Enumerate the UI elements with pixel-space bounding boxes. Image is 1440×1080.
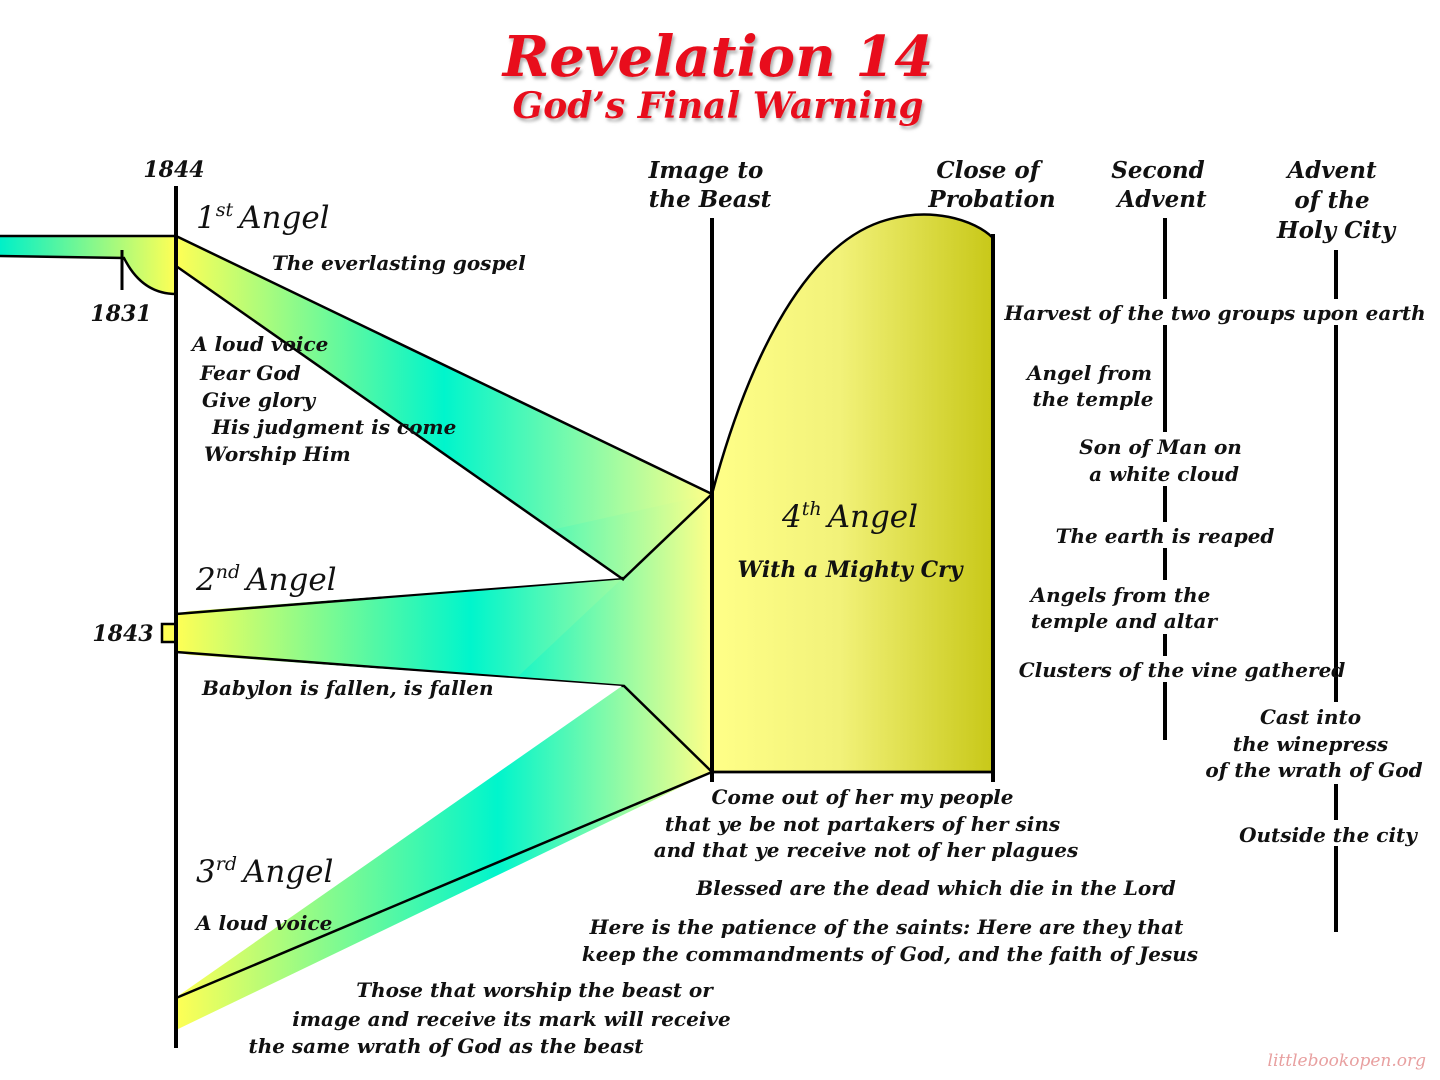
msg-everlasting-gospel: The everlasting gospel xyxy=(272,251,526,275)
year-1831: 1831 xyxy=(90,301,151,327)
event-son-of-man: Son of Man on a white cloud xyxy=(1079,435,1249,486)
header-image-to-beast: Image to the Beast xyxy=(648,157,772,213)
msg-patience: Here is the patience of the saints: Here… xyxy=(582,915,1198,966)
msg-judgment: His judgment is come xyxy=(211,415,456,439)
pre-1844-band-outline xyxy=(0,234,177,296)
bg-angels-altar xyxy=(1036,580,1214,634)
page-subtitle: God’s Final Warning xyxy=(513,85,924,127)
beam-outlines xyxy=(175,493,713,1000)
event-angels-altar: Angels from the temple and altar xyxy=(1029,583,1219,633)
bg-winepress xyxy=(1208,702,1420,784)
header-advent-holy-city: Advent of the Holy City xyxy=(1276,157,1397,244)
gap-lower xyxy=(178,654,622,996)
msg-blessed: Blessed are the dead which die in the Lo… xyxy=(695,876,1175,900)
watermark: littlebookopen.org xyxy=(1268,1051,1427,1071)
event-clusters: Clusters of the vine gathered xyxy=(1019,658,1346,682)
pre-1844-band xyxy=(0,236,176,294)
event-outside-city: Outside the city xyxy=(1239,823,1418,847)
msg-give-glory: Give glory xyxy=(202,388,316,412)
msg-come-out: Come out of her my people that ye be not… xyxy=(654,785,1079,862)
fourth-angel-dome xyxy=(710,213,995,774)
event-angel-temple: Angel from the temple xyxy=(1025,361,1159,411)
bg-earth-reaped xyxy=(1060,522,1270,548)
bg-harvest xyxy=(1030,299,1402,325)
year-1843: 1843 xyxy=(92,621,153,647)
marker-1843 xyxy=(160,622,178,644)
event-harvest: Harvest of the two groups upon earth xyxy=(1003,301,1425,325)
header-second-advent: Second Advent xyxy=(1111,157,1212,213)
header-close-of-probation: Close of Probation xyxy=(927,157,1055,213)
msg-worship-beast: Those that worship the beast or image an… xyxy=(248,978,737,1058)
event-earth-reaped: The earth is reaped xyxy=(1056,524,1275,548)
msg-loud-voice-3: A loud voice xyxy=(194,911,332,935)
gap-upper-edge xyxy=(175,264,625,582)
bg-son-of-man xyxy=(1082,432,1246,486)
event-winepress: Cast into the winepress of the wrath of … xyxy=(1205,705,1422,782)
msg-fear-god: Fear God xyxy=(199,361,301,385)
msg-loud-voice-1: A loud voice xyxy=(190,332,328,356)
gap-upper xyxy=(178,268,622,612)
msg-babylon: Babylon is fallen, is fallen xyxy=(201,676,494,700)
bg-clusters xyxy=(1028,656,1334,682)
msg-worship-him: Worship Him xyxy=(204,442,351,466)
bg-outside xyxy=(1244,820,1414,846)
bg-angel-temple xyxy=(1030,358,1156,412)
page-title: Revelation 14 xyxy=(501,24,934,90)
year-1844: 1844 xyxy=(143,157,204,183)
msg-mighty-cry: With a Mighty Cry xyxy=(738,557,965,583)
